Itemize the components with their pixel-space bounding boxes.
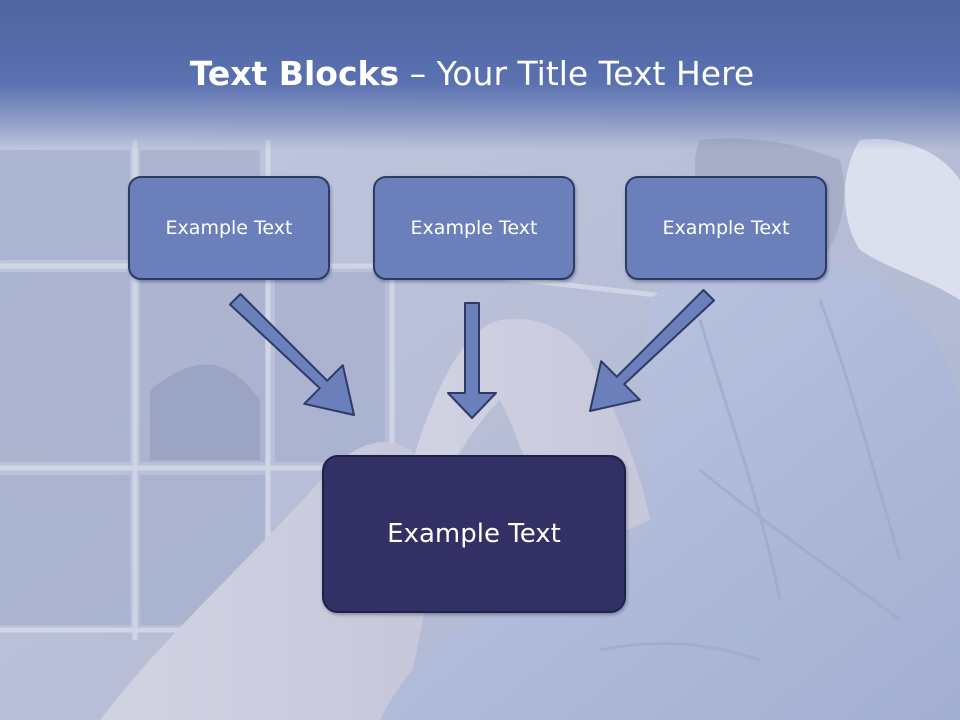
text-block-top-left[interactable]: Example Text: [128, 176, 330, 280]
text-block-top-left-label: Example Text: [165, 217, 293, 239]
text-block-top-center[interactable]: Example Text: [373, 176, 575, 280]
text-block-top-right-label: Example Text: [662, 217, 790, 239]
text-block-main-label: Example Text: [387, 519, 561, 549]
text-block-top-center-label: Example Text: [410, 217, 538, 239]
text-block-top-right[interactable]: Example Text: [625, 176, 827, 280]
slide-title: Text Blocks – Your Title Text Here: [0, 52, 944, 96]
text-block-main[interactable]: Example Text: [322, 455, 626, 613]
title-dash: –: [399, 54, 437, 93]
title-band: [0, 0, 960, 150]
title-bold: Text Blocks: [189, 54, 400, 93]
title-rest: Your Title Text Here: [436, 54, 755, 93]
